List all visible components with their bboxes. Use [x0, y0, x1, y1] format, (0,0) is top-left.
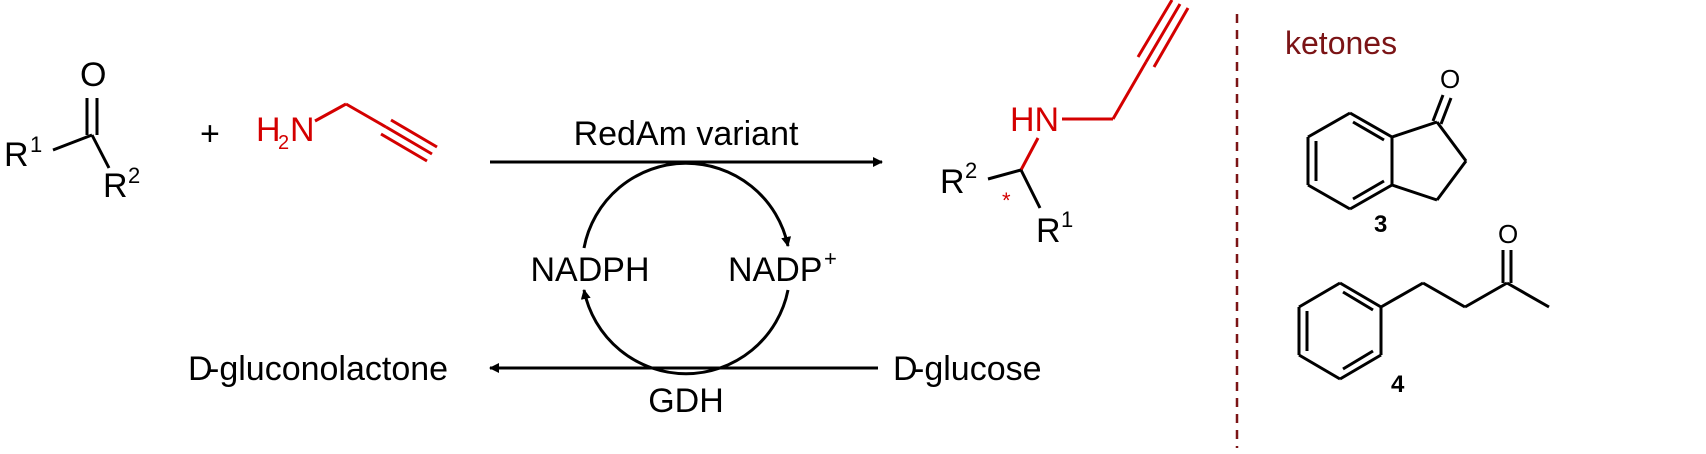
alkyne-bond-b: [390, 118, 438, 149]
stereocenter-marker: *: [1002, 188, 1011, 213]
ring3-bond-1: [1349, 111, 1393, 139]
ring3-bond-6: [1307, 111, 1351, 139]
alkyne-bond-c: [380, 132, 428, 163]
cofactor-nadp-label: NADP: [728, 251, 822, 289]
r2-label: R: [103, 167, 128, 205]
product-r2-bond: [987, 168, 1022, 181]
product-cn-bond: [1019, 137, 1040, 171]
ketone-oxygen-label: O: [80, 56, 106, 94]
glucose-name: -glucose: [913, 350, 1042, 388]
product-hn-label: HN: [1010, 101, 1059, 139]
amine-bond-2: [345, 102, 387, 129]
product-r2-label: R: [940, 163, 965, 201]
ketone4-oxygen-label: O: [1498, 219, 1518, 249]
plus-sign: +: [200, 115, 220, 153]
product-r1-bond: [1019, 169, 1042, 209]
r2-superscript: 2: [128, 163, 140, 188]
ring4-bond-4: [1298, 353, 1341, 381]
ketone3-number-label: 3: [1374, 211, 1387, 238]
ring3-c4-bond: [1391, 183, 1438, 202]
gluconolactone-name: -gluconolactone: [208, 350, 448, 388]
amine-n-label: N: [290, 111, 315, 149]
ring3-c1-bond: [1391, 120, 1438, 139]
chain-bond-4: [1506, 281, 1550, 309]
gluconolactone-label: D -gluconolactone: [188, 350, 448, 388]
r1-superscript: 1: [30, 132, 42, 157]
ring3-double-2: [1352, 179, 1385, 201]
chain-bond-3: [1464, 281, 1508, 309]
product-alkyne-c: [1152, 7, 1190, 68]
ketone3-co-bond-2: [1439, 97, 1453, 125]
ring4-bond-3: [1339, 353, 1382, 381]
gluconolactone-prefix: D: [188, 350, 213, 388]
product-r2-superscript: 2: [965, 158, 977, 183]
ring4-double-1: [1342, 290, 1374, 312]
r1-label: R: [4, 136, 29, 174]
ring4-double-2: [1342, 349, 1374, 371]
cofactor-nadph-label: NADPH: [530, 251, 649, 289]
amine-subscript: 2: [278, 132, 289, 154]
cofactor-nadp-superscript: +: [824, 246, 837, 271]
ring3-c2-bond: [1435, 121, 1468, 162]
ketone-3-structure: O 3: [1306, 64, 1468, 238]
cycle-bottom-arc: [580, 289, 790, 376]
ring3-double-1: [1352, 120, 1385, 142]
product-alkyne-b: [1136, 0, 1174, 58]
r1-bond: [52, 133, 93, 152]
ring3-bond-3: [1349, 183, 1393, 211]
product-amine: HN R 2 R 1 *: [940, 0, 1190, 250]
enzyme-bottom-label: GDH: [648, 382, 724, 420]
ring3-bond-4: [1307, 183, 1351, 211]
glucose-label: D -glucose: [893, 350, 1042, 388]
reactant-ketone: O R 1 R 2: [4, 56, 140, 205]
ketone3-co-bond-1: [1431, 94, 1445, 122]
ring4-bond-6: [1298, 281, 1341, 309]
product-alkyne-a: [1144, 3, 1182, 63]
chain-bond-1: [1380, 281, 1424, 309]
ketone3-oxygen-label: O: [1440, 64, 1460, 94]
enzyme-top-label: RedAm variant: [574, 115, 799, 153]
ring4-bond-1: [1339, 281, 1382, 309]
cycle-top-arc: [582, 161, 792, 249]
chain-bond-2: [1422, 281, 1466, 309]
alkyne-bond-a: [385, 125, 433, 156]
product-r1-label: R: [1036, 212, 1061, 250]
product-ch2-alkyne-bond: [1111, 61, 1148, 120]
ketone-4-structure: O 4: [1297, 219, 1550, 398]
product-r1-superscript: 1: [1061, 207, 1073, 232]
ketone4-number-label: 4: [1391, 371, 1405, 398]
r2-bond: [90, 134, 111, 169]
amine-bond-1: [314, 102, 347, 123]
glucose-prefix: D: [893, 350, 918, 388]
amine-h-label: H: [256, 111, 281, 149]
ketones-title: ketones: [1285, 25, 1397, 61]
ring3-c3-bond: [1435, 160, 1468, 201]
propargylamine: H 2 N: [256, 102, 438, 163]
